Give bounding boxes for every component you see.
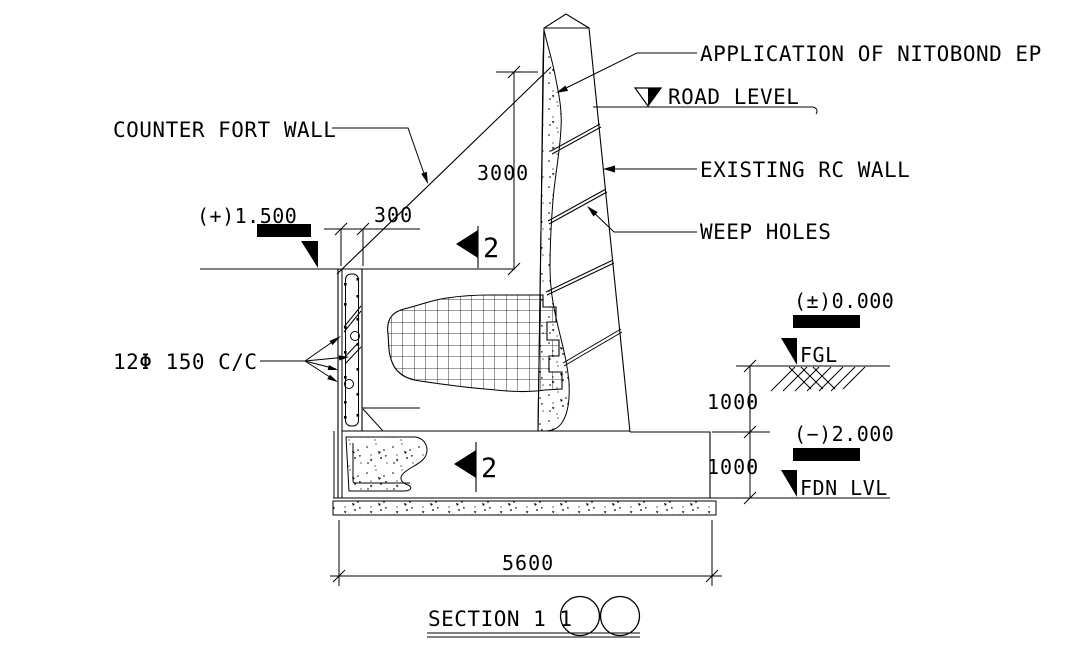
haunch-chamfer	[362, 408, 384, 432]
weep-hole	[546, 262, 615, 296]
level-bar-icon	[257, 224, 311, 237]
arrowhead-icon	[327, 365, 338, 370]
level-bar-icon	[793, 448, 860, 461]
arrowhead-icon	[329, 336, 341, 346]
dim-text: 1000	[707, 455, 759, 479]
grid-hatch-region	[387, 294, 563, 393]
annotations: APPLICATION OF NITOBOND EP EXISTING RC W…	[113, 42, 1042, 382]
section-title: SECTION 1 1	[428, 607, 573, 631]
existing-wall-label: EXISTING RC WALL	[700, 158, 910, 182]
marker-number: 2	[483, 233, 500, 264]
arrowhead-icon	[556, 85, 569, 93]
fdn-label: FDN LVL	[800, 476, 888, 500]
counter-fort-leader	[332, 127, 428, 183]
rebar-note-label: 12Φ 150 C/C	[113, 350, 258, 374]
title-bubble-icon	[599, 595, 641, 637]
dim-tick	[356, 222, 370, 236]
section-marker-lower: 2	[454, 442, 498, 492]
wall-footing-step	[630, 431, 711, 498]
rebar-circle	[344, 379, 354, 389]
level-value: (±)0.000	[794, 289, 894, 313]
dimension-1000s: 1000 1000	[707, 359, 770, 505]
weep-hole	[563, 331, 623, 367]
application-label: APPLICATION OF NITOBOND EP	[700, 42, 1042, 66]
road-level-hook	[812, 106, 818, 115]
weep-hole	[545, 259, 614, 293]
dim-tick	[705, 569, 719, 583]
dim-tick	[334, 222, 348, 236]
ground-hatch	[770, 366, 866, 392]
level-marker-fdn: (−)2.000 FDN LVL	[781, 422, 894, 500]
weep-holes-label: WEEP HOLES	[700, 220, 831, 244]
dim-tick	[507, 65, 521, 79]
foundation	[332, 430, 890, 516]
weep-hole	[562, 328, 622, 364]
counterfort-top-edge	[336, 66, 552, 275]
arrowhead-icon	[587, 206, 598, 217]
weep-hole	[548, 191, 608, 225]
section-arrow-icon	[454, 450, 476, 478]
fgl-label: FGL	[800, 343, 838, 367]
dim-tick	[743, 491, 757, 505]
level-bar-icon	[793, 315, 860, 328]
arrowhead-icon	[327, 374, 338, 382]
dim-tick	[332, 569, 346, 583]
level-flag-icon	[781, 338, 797, 365]
lean-concrete-strip	[332, 500, 717, 516]
road-level-group: ROAD LEVEL	[593, 85, 818, 115]
section-arrow-icon	[456, 230, 478, 258]
dimension-300: 300	[324, 203, 420, 266]
road-level-label: ROAD LEVEL	[668, 85, 799, 109]
counterfort-wall	[200, 66, 563, 498]
stem-footing-block	[345, 436, 428, 492]
rebar-circle	[350, 331, 360, 341]
section-marker-upper: 2	[456, 226, 500, 268]
dim-tick	[743, 359, 757, 373]
stem-rebar-dots	[344, 278, 360, 419]
dim-tick	[743, 425, 757, 439]
level-marker-fgl: (±)0.000 FGL	[736, 289, 894, 392]
marker-number: 2	[481, 453, 498, 484]
dimension-5600: 5600	[330, 520, 722, 586]
arrowhead-icon	[421, 171, 428, 184]
dim-text: 1000	[707, 390, 759, 414]
weep-hole	[547, 188, 607, 222]
dim-text: 300	[374, 203, 413, 227]
stem-bent-bars	[342, 305, 362, 365]
level-marker-road-side: (+)1.500	[197, 204, 318, 268]
level-flag-icon	[781, 470, 797, 497]
weep-holes-leader	[588, 207, 697, 233]
arrowhead-icon	[603, 165, 615, 173]
dim-text: 3000	[477, 161, 529, 185]
title-bubble-icon	[559, 595, 601, 637]
weep-holes-group	[545, 123, 623, 367]
dim-text: 5600	[502, 551, 554, 575]
footing-rebar	[352, 443, 410, 484]
application-leader	[557, 52, 697, 93]
counter-fort-label: COUNTER FORT WALL	[113, 118, 336, 142]
dim-tick	[507, 262, 521, 276]
arrowhead-icon	[338, 355, 349, 361]
level-triangle-fill	[648, 88, 661, 106]
level-value: (−)2.000	[794, 422, 894, 446]
dimension-3000: 3000	[477, 65, 538, 276]
level-flag-icon	[301, 241, 318, 268]
weep-hole	[551, 126, 602, 155]
weep-hole	[550, 123, 601, 152]
title-block: SECTION 1 1	[427, 595, 641, 638]
